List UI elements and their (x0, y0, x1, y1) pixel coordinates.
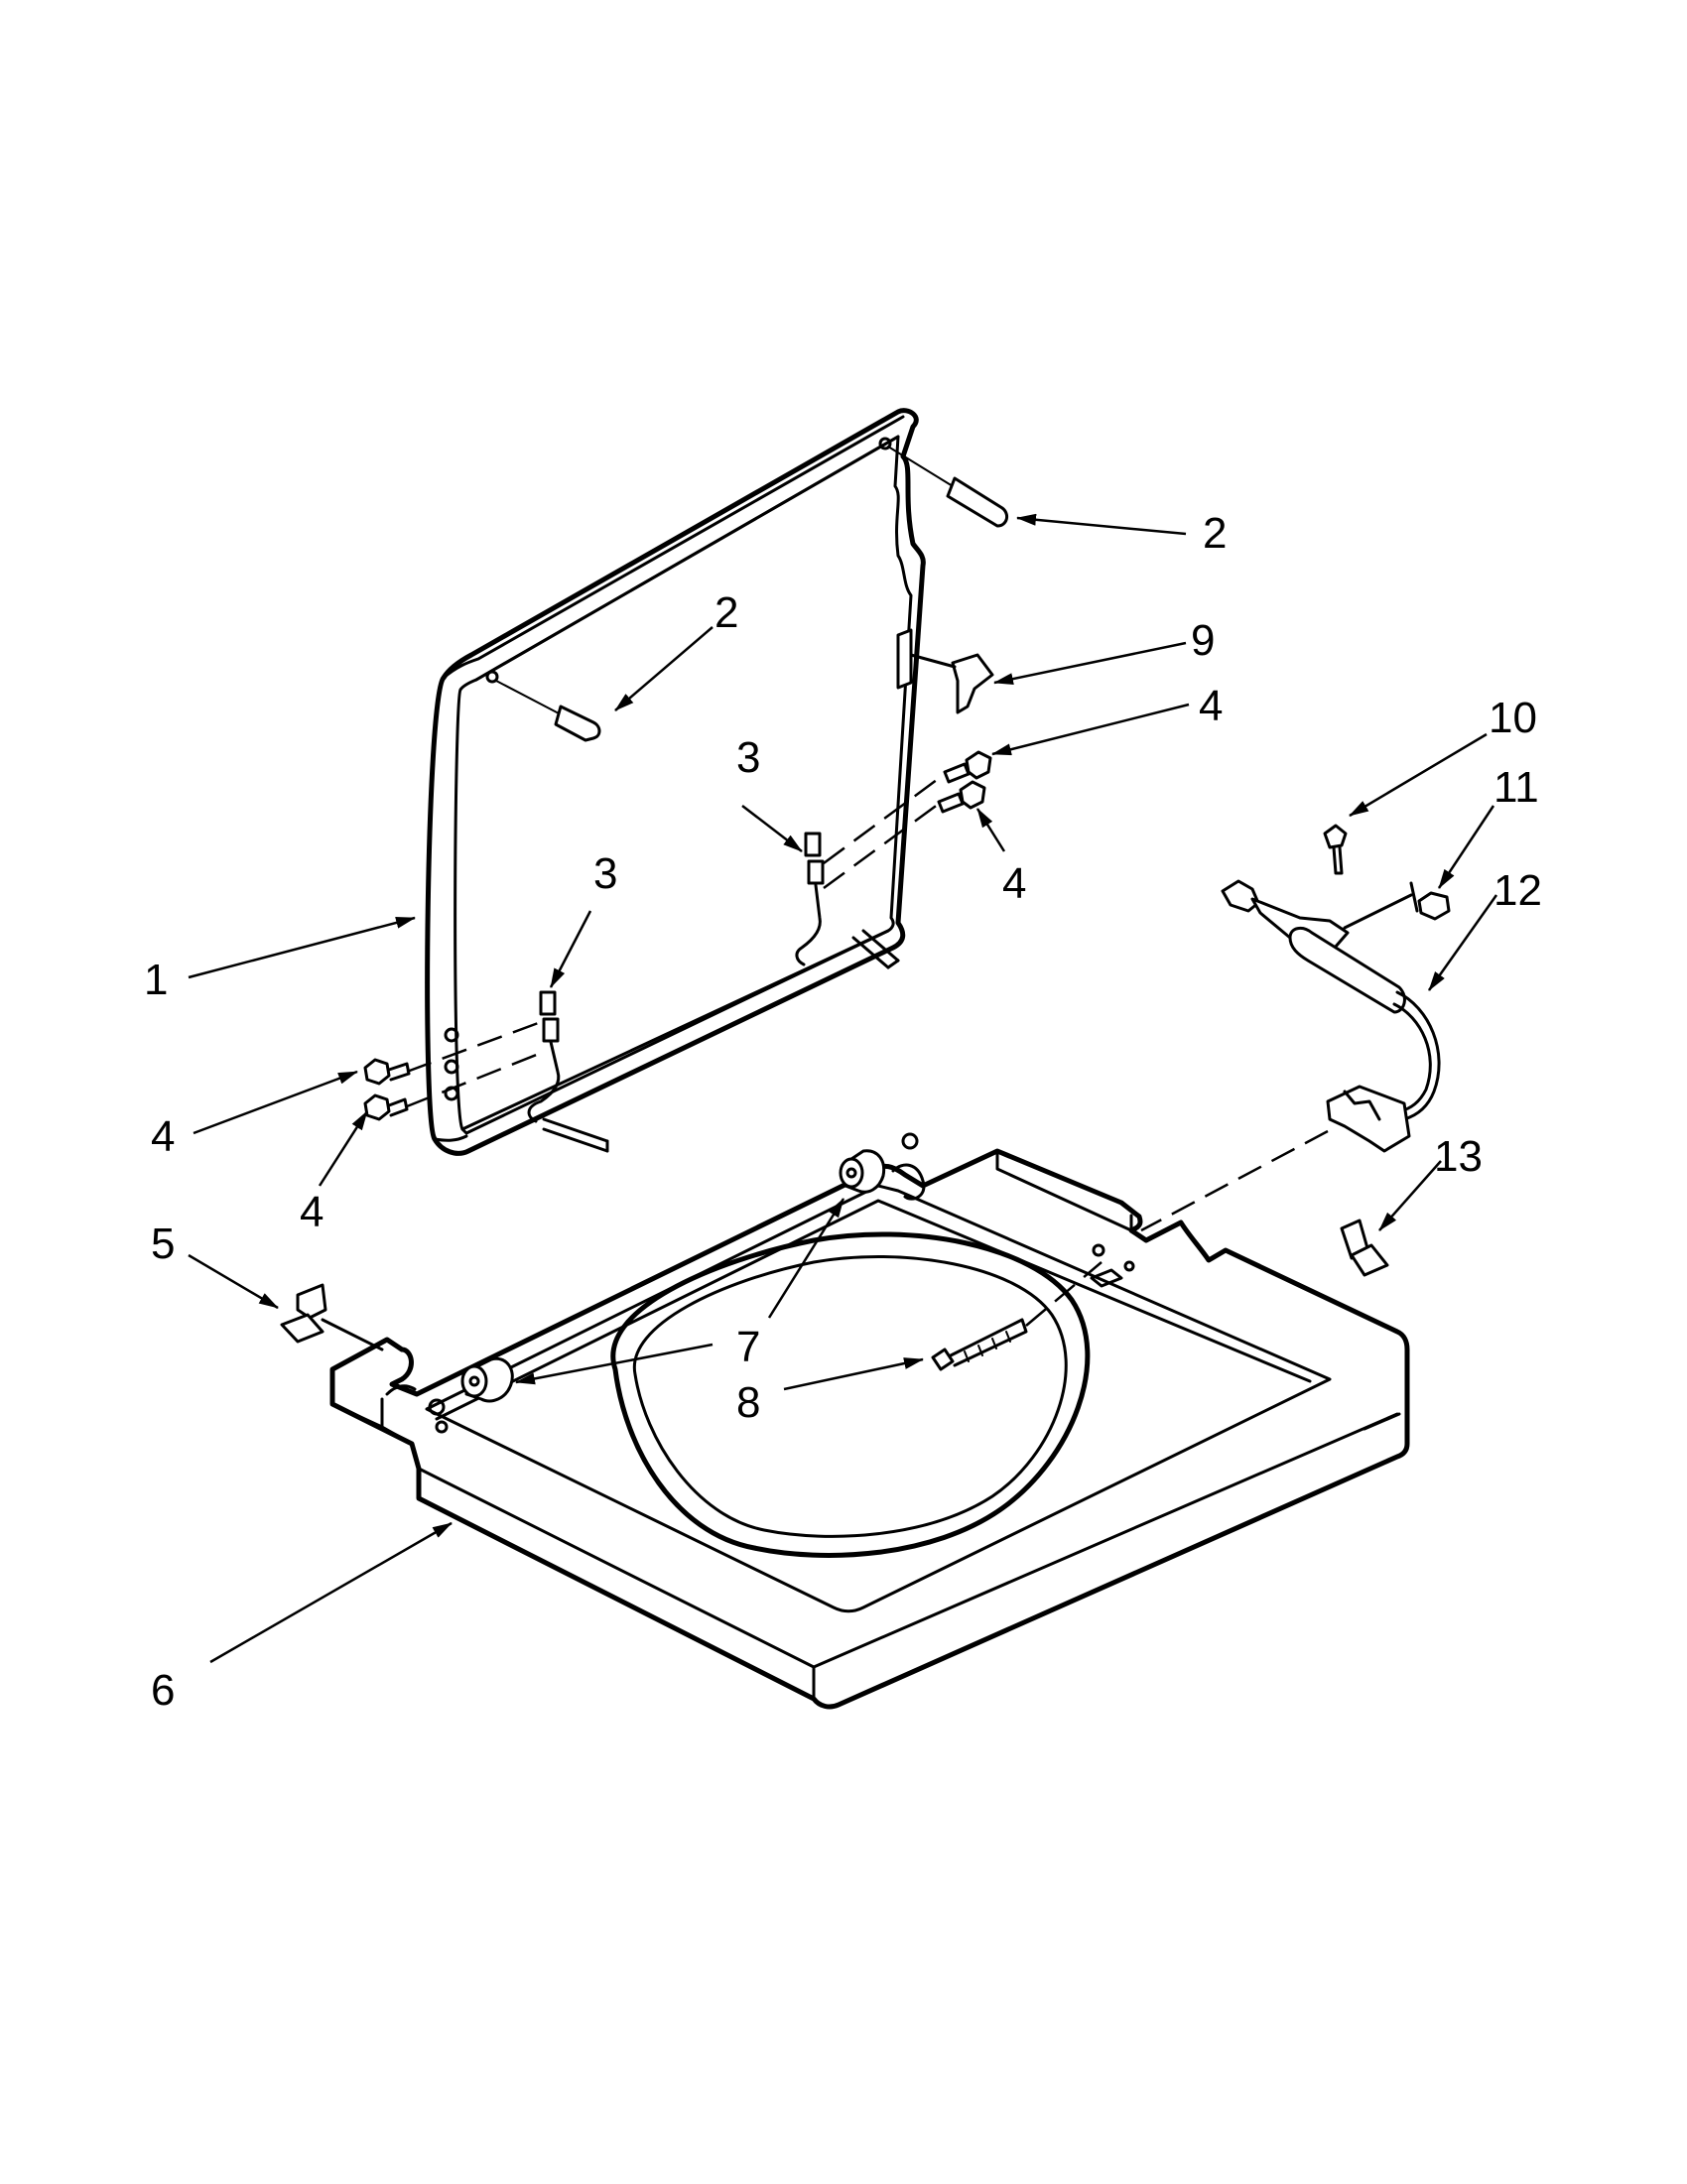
lid-pin-a (495, 680, 601, 742)
screw-4-lower-left-b (363, 1093, 409, 1121)
callout-10: 10 (1489, 694, 1537, 742)
lid-switch-clip (280, 1283, 384, 1351)
tub-opening-ring (610, 1231, 1091, 1558)
callout-4-upper-right-b: 4 (1002, 859, 1026, 908)
callout-12: 12 (1493, 866, 1542, 915)
callout-2-lid-left: 2 (714, 588, 738, 637)
panel-screw (931, 1261, 1103, 1371)
harness-clip (1340, 1219, 1389, 1277)
callout-2-lid-right: 2 (1203, 509, 1227, 558)
callout-5: 5 (151, 1220, 175, 1268)
callout-1: 1 (144, 956, 168, 1004)
lid-switch-assembly (1140, 824, 1451, 1232)
wire-clip-right (795, 832, 900, 969)
callout-3-right: 3 (736, 733, 760, 782)
wire-clip-left (527, 990, 609, 1153)
screw-4-upper-right-a (943, 750, 992, 784)
top-panel (329, 1148, 1410, 1710)
callout-8: 8 (736, 1378, 760, 1427)
lid-bumper-right (839, 1132, 919, 1194)
callout-3-left: 3 (593, 849, 617, 898)
callout-6: 6 (151, 1666, 175, 1715)
callout-4-lower-left-b: 4 (300, 1188, 324, 1236)
callout-9: 9 (1191, 616, 1215, 665)
callout-13: 13 (1434, 1132, 1483, 1181)
callout-7: 7 (736, 1323, 760, 1371)
lid-pin-b (887, 446, 1009, 528)
callout-4-upper-right-a: 4 (1199, 682, 1223, 730)
screw-4-upper-right-b (937, 780, 986, 814)
lid-bumper-left (460, 1356, 514, 1403)
hinge-clip (896, 628, 994, 714)
screw-4-lower-left-a (363, 1058, 411, 1086)
washer-lid (425, 408, 926, 1156)
callout-11: 11 (1493, 763, 1539, 812)
callout-4-lower-left-a: 4 (151, 1112, 175, 1161)
leader-lines (188, 513, 1498, 1664)
